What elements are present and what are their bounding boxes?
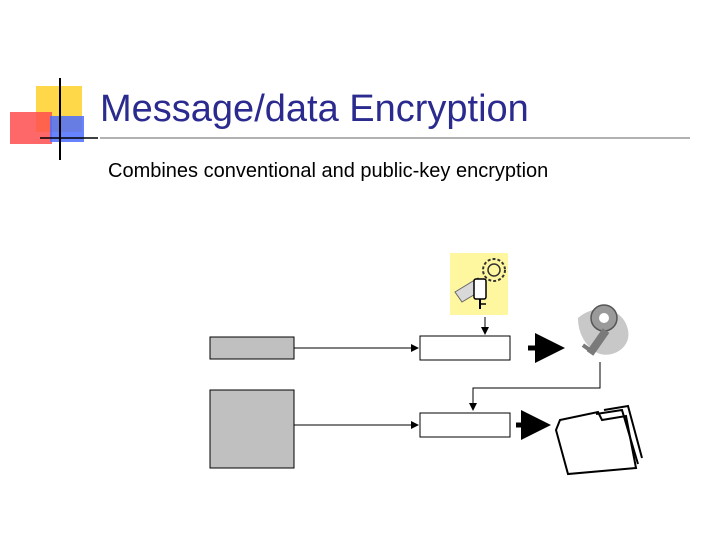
message-input-block — [209, 389, 295, 469]
key-input-block — [209, 336, 295, 360]
slide-title: Message/data Encryption — [100, 88, 529, 130]
folder-icon — [554, 404, 643, 476]
keyring-icon — [450, 253, 508, 315]
symmetric-encrypt-box — [419, 412, 511, 438]
key-icon — [578, 304, 629, 356]
key-to-symmetric-encrypt-connector — [469, 362, 601, 411]
public-key-encrypt-box — [419, 335, 511, 361]
slide-subtitle: Combines conventional and public-key enc… — [108, 160, 549, 182]
